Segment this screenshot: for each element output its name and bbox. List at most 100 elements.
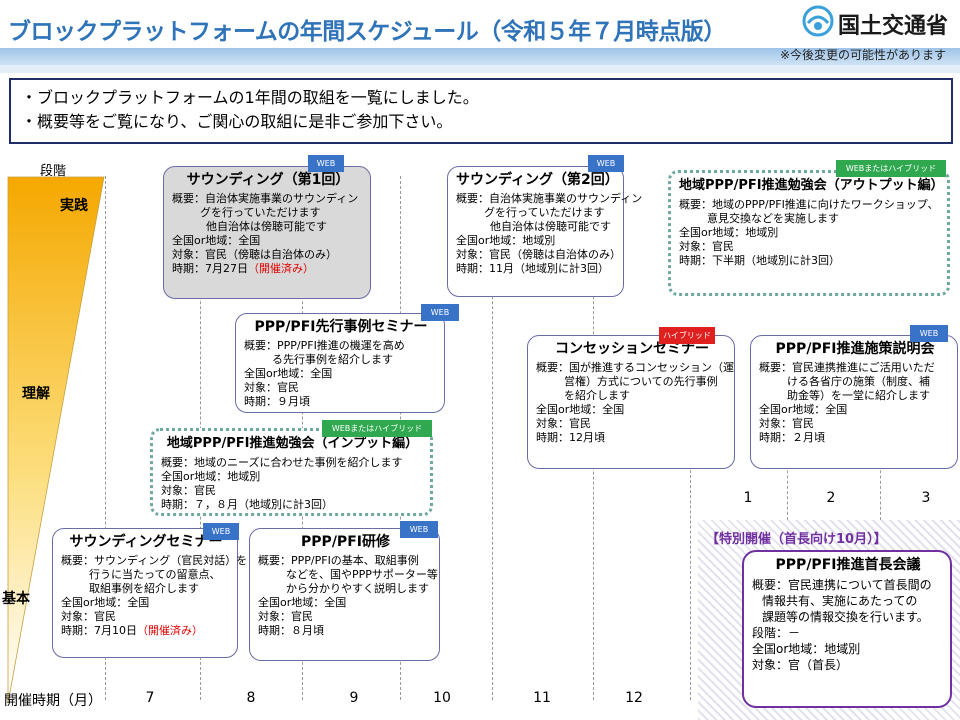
card-line: グを行っていただけます (484, 206, 605, 219)
intro-line-1: ・ブロックプラットフォームの1年間の取組を一覧にしました。 (21, 88, 479, 107)
card-line: 意見交換などを実施します (707, 212, 839, 225)
page-title: ブロックプラットフォームの年間スケジュール（令和５年７月時点版） (8, 19, 726, 45)
card-sounding-seminar[interactable]: サウンディングセミナー 概要：サウンディング（官民対話）を 行うに当たっての留意… (52, 528, 248, 658)
badge-hybrid: ハイブリッド (659, 327, 715, 344)
month-label: 9 (349, 690, 359, 706)
level-basic: 基本 (2, 591, 30, 607)
badge-web: WEB (910, 325, 948, 342)
card-line: 全国or地域：全国 (759, 403, 848, 416)
card-line: 情報共有、実施にあたっての (762, 594, 918, 608)
card-line: 概要：地域のニーズに合わせた事例を紹介します (161, 456, 403, 469)
month-label: 7 (145, 690, 155, 706)
card-title: 地域PPP/PFI推進勉強会（インプット編） (166, 436, 419, 451)
card-concession-seminar[interactable]: コンセッションセミナー 概要：国が推進するコンセッション（運 営権）方式について… (527, 335, 735, 469)
level-practice: 実践 (60, 198, 88, 214)
card-training[interactable]: PPP/PFI研修 概要：PPP/PFIの基本、取組事例 などを、国やPPPサポ… (249, 528, 440, 661)
month-label: 1 (743, 490, 753, 506)
card-line: 助金等）を一堂に紹介します (787, 389, 930, 402)
card-line: 取組事例を紹介します (89, 582, 199, 595)
card-line: などを、国やPPPサポーター等 (286, 568, 438, 581)
card-line: 時期：７，８月（地域別に計3回） (161, 498, 333, 511)
card-line: ける各省庁の施策（制度、補 (787, 375, 930, 388)
card-title: PPP/PFI推進首長会議 (775, 557, 921, 573)
card-line: 対象：官（首長） (752, 658, 849, 672)
card-sounding-2[interactable]: サウンディング（第2回） 概要：自治体実施事業のサウンディン グを行っていただけ… (447, 166, 642, 297)
card-line: 対象：官民 (536, 417, 591, 430)
card-output-workshop[interactable]: 地域PPP/PFI推進勉強会（アウトプット編） 概要：地域のPPP/PFI推進に… (668, 170, 950, 296)
badge-web: WEB (308, 155, 344, 172)
month-label: 3 (921, 490, 931, 506)
month-label: 2 (826, 490, 836, 506)
card-line: 全国or地域：地域別 (161, 470, 261, 483)
mlit-logo-icon (802, 5, 834, 37)
card-line: グを行っていただけます (200, 206, 321, 219)
card-title: サウンディング（第1回） (186, 172, 350, 188)
intro-box: ・ブロックプラットフォームの1年間の取組を一覧にしました。 ・概要等をご覧になり… (9, 78, 953, 144)
header-band-light (0, 65, 960, 73)
card-policy-briefing[interactable]: PPP/PFI推進施策説明会 概要：官民連携推進にご活用いただ ける各省庁の施策… (750, 335, 958, 469)
intro-line-2: ・概要等をご覧になり、ご関心の取組に是非ご参加下さい。 (21, 112, 453, 131)
card-line: 全国or地域：地域別 (456, 234, 556, 247)
card-line: 対象：官民 (161, 484, 216, 497)
card-line: から分かりやすく説明します (286, 582, 429, 595)
card-line: 対象：官民 (258, 610, 313, 623)
month-gridline (690, 460, 691, 700)
card-line: 他自治体は傍聴可能です (490, 220, 611, 233)
card-line: 対象：官民（傍聴は自治体のみ） (456, 248, 621, 261)
card-line: 他自治体は傍聴可能です (206, 220, 327, 233)
card-line: 行うに当たっての留意点、 (89, 568, 221, 581)
badge-web: WEB (588, 155, 624, 172)
card-mayors-meeting[interactable]: PPP/PFI推進首長会議 概要：官民連携について首長間の 情報共有、実施にあた… (742, 550, 952, 708)
card-line: 全国or地域：地域別 (679, 226, 779, 239)
card-title: コンセッションセミナー (555, 341, 709, 357)
special-event-label: 【特別開催（首長向け10月）】 (706, 532, 887, 547)
badge-web: WEB (203, 523, 239, 540)
logo: 国土交通省 (802, 4, 952, 40)
card-line: 概要：自治体実施事業のサウンディン (172, 192, 359, 205)
level-understanding: 理解 (22, 386, 50, 402)
month-label: 8 (246, 690, 256, 706)
card-line: 全国or地域：全国 (172, 234, 261, 247)
card-line: 全国or地域：全国 (536, 403, 625, 416)
card-line: 概要：PPP/PFIの基本、取組事例 (258, 554, 419, 567)
held-status: （開催済み） (248, 262, 314, 275)
header-band (0, 48, 960, 65)
month-gridline (105, 176, 106, 700)
card-line: 時期：８月頃 (258, 624, 324, 637)
card-line: 概要：官民連携推進にご活用いただ (759, 361, 935, 374)
badge-web: WEB (400, 521, 438, 538)
card-title: PPP/PFI推進施策説明会 (775, 341, 935, 357)
held-status: （開催済み） (137, 624, 203, 637)
badge-web-or-hybrid: WEBまたはハイブリッド (322, 420, 432, 437)
card-line: 全国or地域：全国 (61, 596, 150, 609)
card-line: 時期：12月頃 (536, 431, 605, 444)
month-label: 12 (625, 690, 643, 706)
logo-text: 国土交通省 (838, 14, 949, 39)
card-input-workshop[interactable]: 地域PPP/PFI推進勉強会（インプット編） 概要：地域のニーズに合わせた事例を… (150, 428, 433, 516)
card-line: 対象：官民 (679, 240, 734, 253)
card-sounding-1[interactable]: サウンディング（第1回） 概要：自治体実施事業のサウンディン グを行っていただけ… (163, 166, 371, 299)
card-line: 概要：官民連携について首長間の (752, 578, 932, 592)
month-gridline (880, 460, 881, 520)
card-line: 概要：サウンディング（官民対話）を (61, 554, 248, 567)
card-line: 全国or地域：全国 (258, 596, 347, 609)
card-title: 地域PPP/PFI推進勉強会（アウトプット編） (679, 178, 944, 193)
card-line: 時期：7月10日 (61, 624, 137, 637)
card-line: 時期：7月27日 (172, 262, 248, 275)
card-line: 全国or地域：地域別 (752, 642, 861, 656)
badge-web-or-hybrid: WEBまたはハイブリッド (836, 160, 946, 177)
change-notice: ※今後変更の可能性があります (779, 48, 946, 62)
card-line: 営権）方式についての先行事例 (564, 375, 718, 388)
card-line: 時期：２月頃 (759, 431, 825, 444)
card-line: る先行事例を紹介します (272, 353, 393, 366)
card-line: 概要：PPP/PFI推進の機運を高め (244, 339, 405, 352)
month-gridline (787, 460, 788, 520)
card-line: 対象：官民 (759, 417, 814, 430)
month-axis-label: 開催時期（月） (4, 693, 102, 709)
badge-web: WEB (421, 304, 459, 321)
card-line: 概要：地域のPPP/PFI推進に向けたワークショップ、 (679, 198, 939, 211)
card-case-seminar[interactable]: PPP/PFI先行事例セミナー 概要：PPP/PFI推進の機運を高め る先行事例… (235, 313, 445, 413)
card-title: PPP/PFI先行事例セミナー (254, 319, 428, 335)
stage-axis-label: 段階 (40, 164, 67, 179)
card-line: 課題等の情報交換を行います。 (762, 610, 929, 624)
